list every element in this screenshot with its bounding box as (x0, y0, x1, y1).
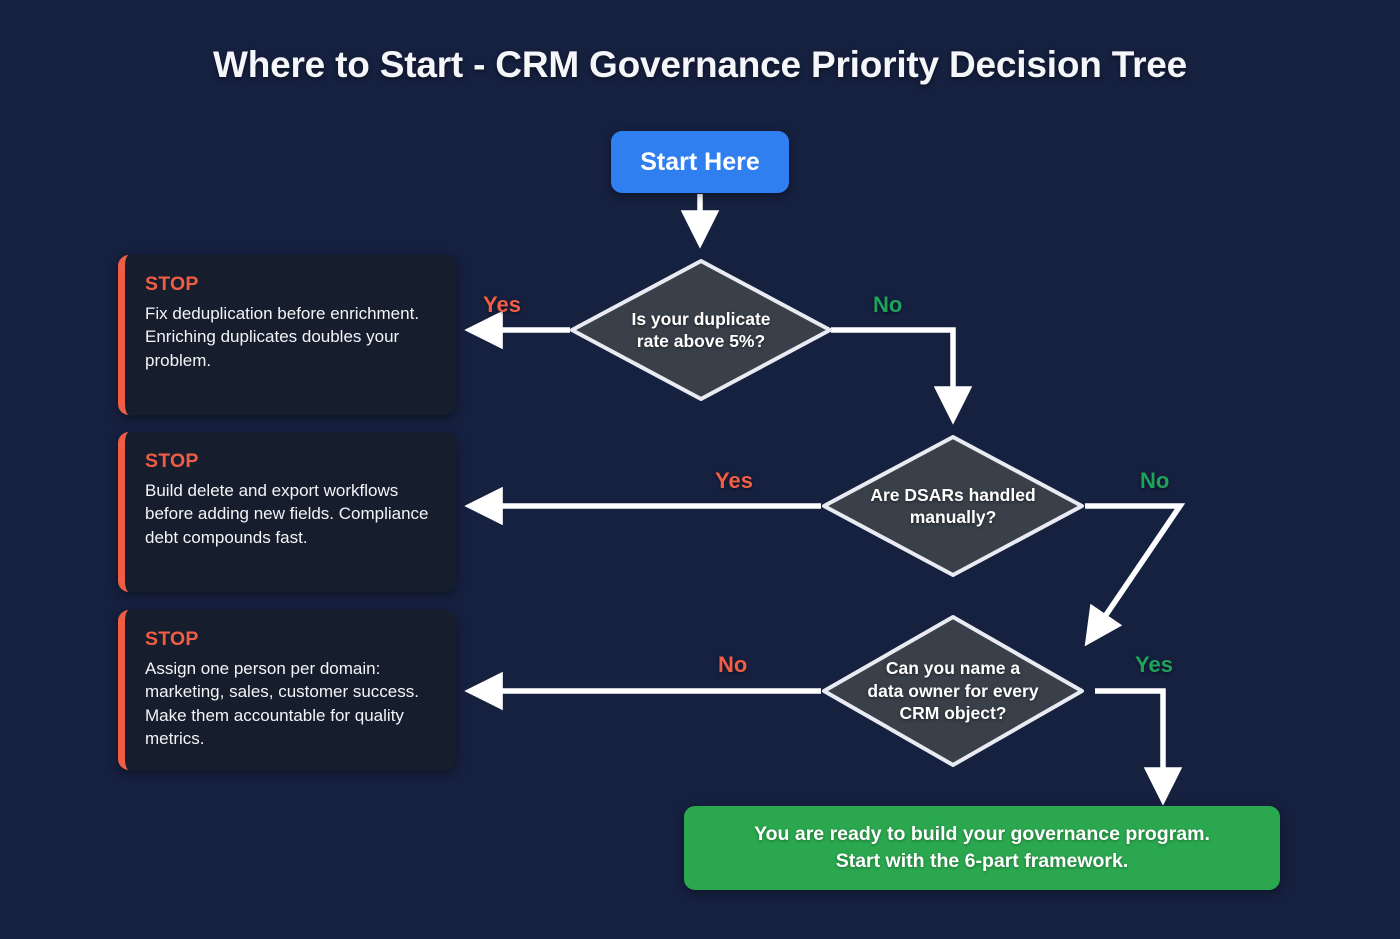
success-line-1: You are ready to build your governance p… (754, 822, 1210, 845)
edge-label-owner-no: No (718, 652, 748, 677)
start-node-label: Start Here (640, 147, 760, 176)
decision-line-3: CRM object? (899, 703, 1007, 724)
edge-owner-yes-to-success (1095, 688, 1183, 806)
stop-card-body: Build delete and export workflows before… (145, 481, 429, 547)
decision-line-1: Can you name a (885, 658, 1021, 679)
decision-line-1: Are DSARs handled (870, 484, 1036, 505)
stop-card-ownership: STOP Assign one person per domain: marke… (118, 610, 456, 770)
decision-label-dsar-handling: Are DSARs handled manually? (845, 484, 1061, 529)
decision-node-dsar-handling[interactable]: Are DSARs handled manually? (818, 431, 1088, 581)
diamond-shape (822, 615, 1084, 767)
edge-duplicate-no-to-dsar (831, 327, 973, 425)
start-node[interactable]: Start Here (611, 131, 789, 193)
decision-line-1: Is your duplicate (631, 308, 771, 329)
decision-label-duplicate-rate: Is your duplicate rate above 5%? (607, 308, 796, 353)
page-title: Where to Start - CRM Governance Priority… (212, 44, 1188, 85)
success-node-label: You are ready to build your governance p… (754, 821, 1210, 876)
diamond-shape (822, 435, 1084, 577)
edge-label-duplicate-yes: Yes (483, 292, 521, 317)
edge-label-dsar-yes: Yes (715, 468, 753, 493)
decision-line-2: manually? (909, 507, 997, 527)
stop-card-heading: STOP (145, 273, 199, 295)
edge-dsar-no-to-owner (1084, 503, 1186, 647)
stop-card-body: Fix deduplication before enrichment. Enr… (145, 304, 420, 370)
stop-card-heading: STOP (145, 628, 199, 650)
success-line-2: Start with the 6-part framework. (835, 850, 1129, 872)
edge-label-dsar-no: No (1140, 468, 1170, 493)
edge-label-duplicate-no: No (873, 292, 903, 317)
stop-card-body: Assign one person per domain: marketing,… (145, 659, 419, 749)
decision-label-data-owner: Can you name a data owner for every CRM … (842, 657, 1063, 724)
edge-label-owner-yes: Yes (1135, 652, 1173, 677)
stop-card-compliance: STOP Build delete and export workflows b… (118, 432, 456, 592)
diamond-shape (570, 259, 832, 401)
decision-line-2: data owner for every (867, 680, 1039, 701)
stop-card-heading: STOP (145, 450, 199, 472)
success-node[interactable]: You are ready to build your governance p… (684, 806, 1280, 890)
decision-node-data-owner[interactable]: Can you name a data owner for every CRM … (818, 611, 1088, 771)
decision-line-2: rate above 5%? (636, 331, 766, 351)
decision-node-duplicate-rate[interactable]: Is your duplicate rate above 5%? (566, 255, 836, 405)
stop-card-dedup: STOP Fix deduplication before enrichment… (118, 255, 456, 415)
